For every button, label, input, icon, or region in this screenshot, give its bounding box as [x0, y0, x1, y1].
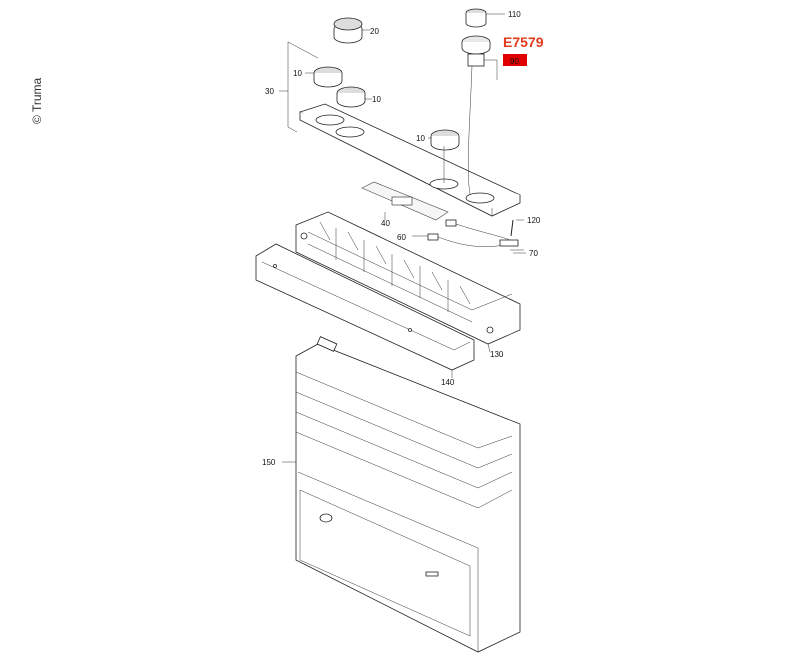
label-150: 150	[262, 458, 276, 467]
cover-plate	[298, 103, 521, 217]
label-10-b: 10	[372, 95, 381, 104]
part-150-grille	[282, 336, 521, 653]
label-60: 60	[397, 233, 406, 242]
part-110-knob	[465, 8, 505, 28]
part-10-cap-c	[428, 129, 460, 151]
label-10-c: 10	[416, 134, 425, 143]
label-30: 30	[265, 87, 274, 96]
label-20: 20	[370, 27, 379, 36]
label-130: 130	[490, 350, 504, 359]
part-140-front-trim	[255, 243, 475, 378]
highlight-badge	[503, 54, 527, 66]
part-code-highlight: E7579	[503, 34, 544, 50]
label-140: 140	[441, 378, 455, 387]
part-90-switch	[461, 35, 498, 195]
part-10-cap-a	[305, 66, 343, 88]
part-60-wiring	[412, 219, 526, 254]
part-30-bracket	[287, 41, 319, 133]
part-10-cap-b	[336, 86, 372, 108]
label-120: 120	[527, 216, 541, 225]
label-110: 110	[508, 10, 521, 19]
label-10-a: 10	[293, 69, 302, 78]
highlight-badge-label: 90	[510, 57, 519, 66]
label-40: 40	[381, 219, 390, 228]
part-20-cap	[333, 17, 370, 44]
label-70: 70	[529, 249, 538, 258]
part-130-housing-frame	[295, 211, 521, 353]
part-40-circuit-board	[361, 181, 449, 221]
part-120-screw	[510, 219, 524, 237]
